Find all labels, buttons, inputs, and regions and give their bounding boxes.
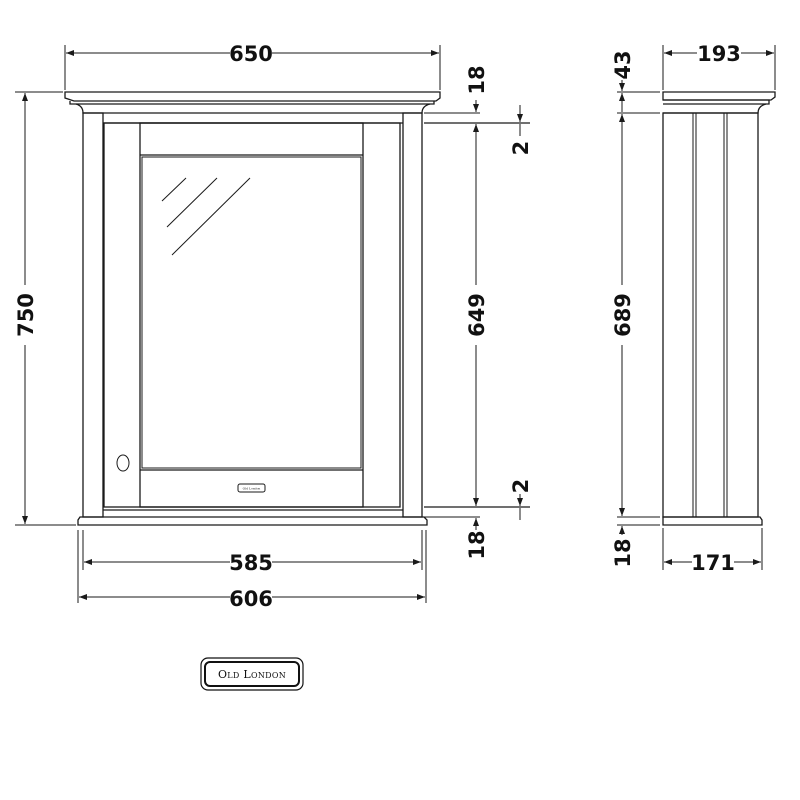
dim-front-width-650: 650 [229, 42, 273, 66]
side-plinth [662, 516, 763, 526]
door[interactable]: Old London [103, 122, 401, 508]
dim-cornice-18: 18 [465, 65, 489, 94]
dim-side-body-171: 171 [691, 551, 735, 575]
dim-bottom-gap-2: 2 [509, 479, 533, 494]
dim-side-height-689: 689 [611, 293, 635, 337]
mirror-reflection-marks [161, 177, 251, 256]
dim-front-height-750: 750 [14, 293, 38, 337]
mirror-glass [141, 156, 362, 469]
door-badge-logo: Old London [237, 483, 266, 493]
right-pilaster [402, 112, 423, 518]
side-view [662, 91, 776, 526]
dim-side-cornice-43: 43 [611, 50, 635, 79]
left-pilaster [82, 112, 104, 518]
side-groove [723, 112, 728, 518]
dim-body-width-585: 585 [229, 551, 273, 575]
front-dimensions: 650 750 585 606 18 649 18 2 2 [14, 42, 533, 611]
old-london-logo: Old London [200, 657, 304, 691]
logo-text: Old London [218, 668, 286, 681]
front-plinth [77, 516, 428, 526]
door-knob-icon[interactable] [116, 454, 130, 472]
front-cornice [64, 91, 441, 114]
dim-plinth-18: 18 [465, 530, 489, 559]
dim-plinth-width-606: 606 [229, 587, 273, 611]
dim-top-gap-2: 2 [509, 141, 533, 156]
door-badge-text: Old London [243, 487, 261, 491]
dim-side-depth-193: 193 [697, 42, 741, 66]
front-view: Old London [64, 91, 441, 526]
dim-door-height-649: 649 [465, 293, 489, 337]
side-groove [692, 112, 697, 518]
dim-side-plinth-18: 18 [611, 538, 635, 567]
side-dimensions: 193 43 689 18 171 [611, 42, 776, 575]
